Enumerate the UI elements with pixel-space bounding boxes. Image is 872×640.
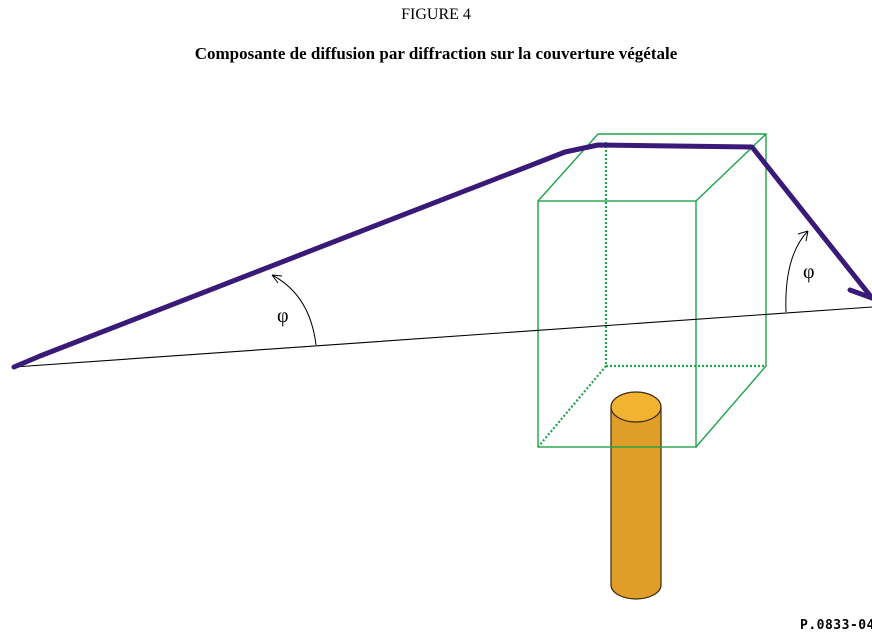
box-edge-top-right [695,133,767,202]
vegetation-box [537,133,767,448]
figure-label: FIGURE 4 [401,6,471,23]
angle-arrowhead-right [797,230,809,242]
hidden-edge-diagonal [537,365,607,448]
angle-symbol-right: φ [803,261,815,283]
figure-title: Composante de diffusion par diffraction … [194,44,678,63]
trunk-body [610,407,662,600]
angle-symbol-left: φ [277,305,289,327]
trunk-top [610,391,662,423]
box-front-face [537,200,697,448]
box-hidden-edges [537,142,766,448]
reference-code: P.0833-04 [800,618,872,633]
tree-trunk [610,391,662,600]
diffracted-ray [11,142,872,370]
angle-arrowhead-left [271,274,283,284]
box-edge-top-left [537,133,599,202]
ray-arrow-stub [847,287,872,301]
angle-arc-left [271,274,317,346]
box-edge-bottom-right [695,365,767,448]
box-back-edges [598,133,767,366]
angle-arc-right [785,230,809,313]
baseline [13,306,872,368]
